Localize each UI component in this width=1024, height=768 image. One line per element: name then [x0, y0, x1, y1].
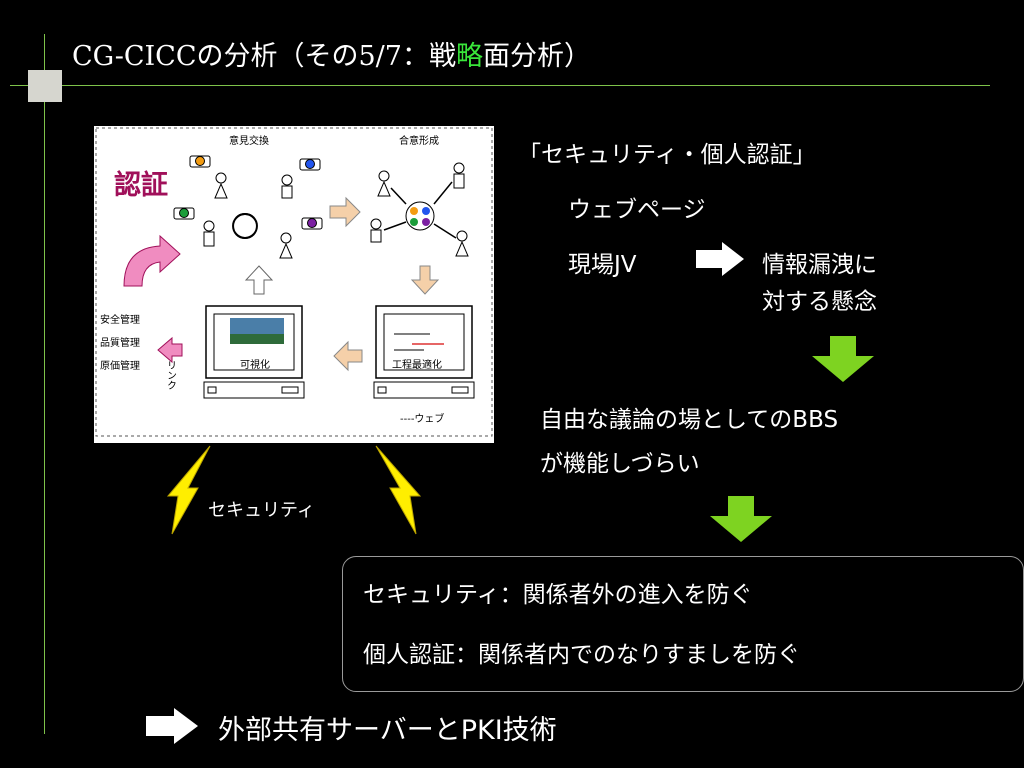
- up-arrow-shape: [244, 265, 274, 295]
- corner-square: [28, 70, 62, 102]
- title-suffix: 面分析）: [482, 41, 591, 72]
- white-right-arrow: [696, 242, 744, 276]
- title-prefix: CG-CICCの分析（その5/7：戦: [72, 41, 456, 72]
- cycle-icon: [232, 213, 258, 239]
- site-jv-text: 現場JV: [568, 252, 637, 278]
- down-arrow-shape: [410, 265, 440, 295]
- left-lightning-bolt: [166, 445, 211, 535]
- slide-title: CG-CICCの分析（その5/7：戦略面分析）: [72, 34, 591, 73]
- conclusion-arrow: [146, 708, 198, 744]
- pink-left-arrow: [157, 336, 183, 364]
- summary-box: セキュリティ：関係者外の進入を防ぐ 個人認証：関係者内でのなりすましを防ぐ: [342, 556, 1024, 692]
- safety-management-label: 安全管理: [100, 313, 140, 326]
- person-orange: [189, 155, 228, 199]
- summary-security: セキュリティ：関係者外の進入を防ぐ: [363, 582, 753, 608]
- auth-label: 認証: [114, 169, 168, 201]
- right-arrow-shape: [329, 196, 361, 228]
- visualize-label: 可視化: [240, 358, 270, 371]
- vertical-rule: [44, 34, 45, 734]
- concern-line1: 情報漏洩に: [762, 252, 877, 278]
- conclusion-text: 外部共有サーバーとPKI技術: [218, 715, 557, 746]
- bbs-line1: 自由な議論の場としてのBBS: [540, 407, 839, 433]
- collaboration-diagram: 意見交換 合意形成 認証: [94, 126, 494, 438]
- bbs-line2: が機能しづらい: [540, 451, 700, 477]
- opinion-exchange-label: 意見交換: [229, 134, 269, 147]
- web-legend: ----ウェブ: [400, 412, 444, 425]
- left-arrow-shape: [333, 340, 363, 372]
- quality-management-label: 品質管理: [100, 336, 140, 349]
- monitor-optimize: 工程最適化: [373, 305, 475, 399]
- green-down-arrow-2: [710, 496, 772, 542]
- person-green: [173, 207, 215, 247]
- title-highlight: 略: [455, 41, 483, 72]
- web-page-text: ウェブページ: [568, 197, 706, 223]
- summary-authentication: 個人認証：関係者内でのなりすましを防ぐ: [363, 642, 800, 668]
- optimize-label: 工程最適化: [392, 358, 442, 371]
- section-heading: 「セキュリティ・個人認証」: [518, 142, 816, 168]
- diagram-base: [94, 438, 494, 443]
- right-lightning-bolt: [375, 445, 422, 535]
- link-label: リンク: [165, 360, 176, 390]
- person-blue: [281, 158, 321, 199]
- security-bolt-label: セキュリティ: [208, 500, 315, 521]
- pink-curve-arrow: [123, 234, 181, 287]
- cost-management-label: 原価管理: [100, 359, 140, 372]
- monitor-visualize: 可視化: [203, 305, 305, 399]
- consensus-label: 合意形成: [399, 134, 439, 147]
- green-down-arrow-1: [812, 336, 874, 382]
- person-purple: [279, 217, 323, 259]
- consensus-group: [370, 162, 469, 257]
- concern-line2: 対する懸念: [762, 289, 877, 315]
- horizontal-rule: [10, 85, 990, 86]
